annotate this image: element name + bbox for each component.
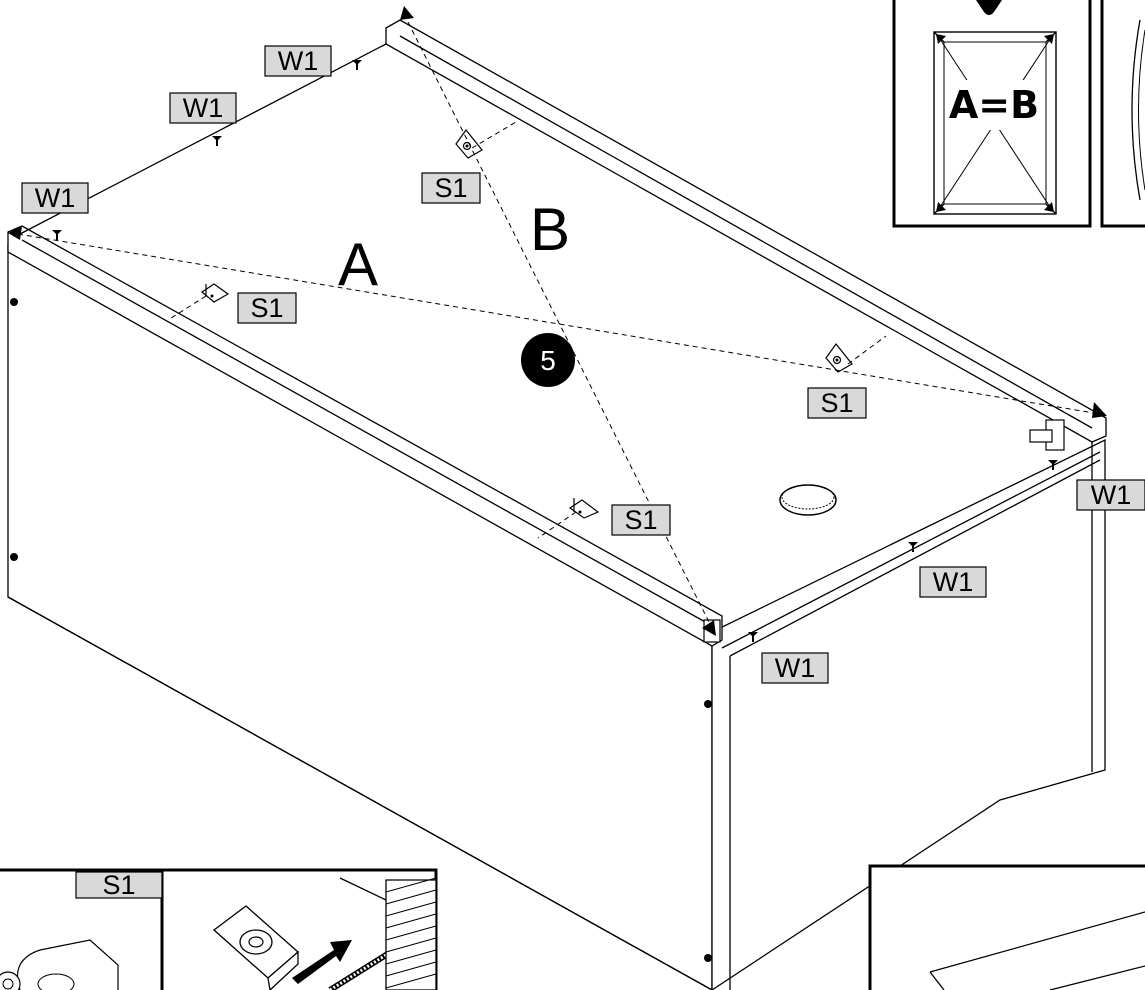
w1-label: W1: [169, 92, 237, 124]
arrow-icon: [8, 226, 22, 240]
w1-label: W1: [761, 652, 829, 684]
s1-label: S1: [421, 172, 481, 204]
arrow-right-icon: [292, 940, 352, 984]
svg-text:W1: W1: [35, 183, 76, 213]
screw-icon: [352, 60, 362, 70]
svg-text:S1: S1: [250, 293, 283, 323]
corner-block-markers: [200, 129, 853, 519]
measure-b-label: B: [530, 196, 570, 263]
screw-icon: [52, 230, 62, 240]
w1-label: W1: [1076, 479, 1145, 511]
s1-label: S1: [807, 387, 867, 419]
detail-inset-label: S1: [102, 870, 135, 900]
s1-detail-inset: S1: [0, 868, 438, 990]
cabinet-body: [7, 19, 1107, 990]
svg-text:S1: S1: [434, 173, 467, 203]
square-check-inset: A=B: [892, 0, 1145, 228]
svg-text:S1: S1: [820, 388, 853, 418]
equality-text: A=B: [949, 83, 1039, 127]
arrow-icon: [400, 6, 414, 20]
w1-label: W1: [21, 182, 89, 214]
arrow-icon: [1092, 402, 1107, 418]
w1-label: W1: [919, 566, 987, 598]
leader-lines: [167, 121, 887, 539]
corner-block-icon: [568, 498, 600, 519]
svg-text:W1: W1: [278, 46, 319, 76]
diagonal-a-line: [17, 233, 1101, 415]
screw-markers: [52, 60, 1058, 642]
screw-icon: [748, 632, 758, 642]
s1-label: S1: [611, 504, 671, 536]
bottom-right-detail-inset: [868, 864, 1145, 990]
svg-text:W1: W1: [933, 567, 974, 597]
svg-text:W1: W1: [183, 93, 224, 123]
screw-icon: [1048, 460, 1058, 470]
corner-block-icon: [200, 283, 230, 303]
measure-a-label: A: [338, 231, 378, 298]
screw-icon: [212, 136, 222, 146]
step-badge: 5: [521, 333, 575, 387]
arrow-icon: [702, 620, 716, 636]
svg-text:W1: W1: [775, 653, 816, 683]
step-number: 5: [540, 345, 556, 376]
corner-block-icon: [825, 343, 853, 373]
svg-text:W1: W1: [1091, 480, 1132, 510]
s1-label: S1: [237, 292, 297, 324]
diagonal-measurements: [8, 6, 1107, 636]
svg-text:S1: S1: [624, 505, 657, 535]
screw-icon: [908, 542, 918, 552]
diagonal-b-line: [403, 13, 713, 629]
w1-label: W1: [264, 45, 332, 77]
